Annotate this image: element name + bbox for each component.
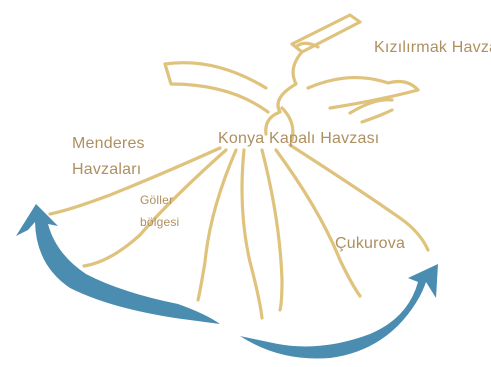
dervish-skirt-fold-4 [260,148,284,312]
label-goller-line1: Göller [140,193,174,207]
dervish-skirt-left [48,146,222,216]
label-menderes-line2: Havzaları [72,161,142,178]
dervish-shoulder [280,106,295,142]
dervish-hat [290,13,362,54]
dervish-skirt-fold-5 [274,148,362,298]
dervish-skirt-fold-2 [196,148,238,302]
left-arrow-up-icon [16,204,220,324]
dervish-head [264,50,304,136]
label-konya-closed-basin: Konya Kapalı Havzası [218,130,380,147]
dervish-left-arm [163,61,270,114]
dervish-hat-band [295,41,320,49]
label-goller-line2: bölgesi [140,215,180,229]
dervish-skirt-fold-1 [82,148,228,268]
dervish-skirt-right [288,143,430,252]
label-cukurova: Çukurova [335,235,406,252]
dervish-right-arm [306,75,420,110]
label-kizilirmak-basin: Kızılırmak Havzası [374,39,491,56]
dervish-skirt-fold-3 [240,148,264,320]
right-arrow-up-icon [240,264,438,359]
dervish-right-hand [348,98,394,124]
label-menderes-line1: Menderes [72,135,145,152]
